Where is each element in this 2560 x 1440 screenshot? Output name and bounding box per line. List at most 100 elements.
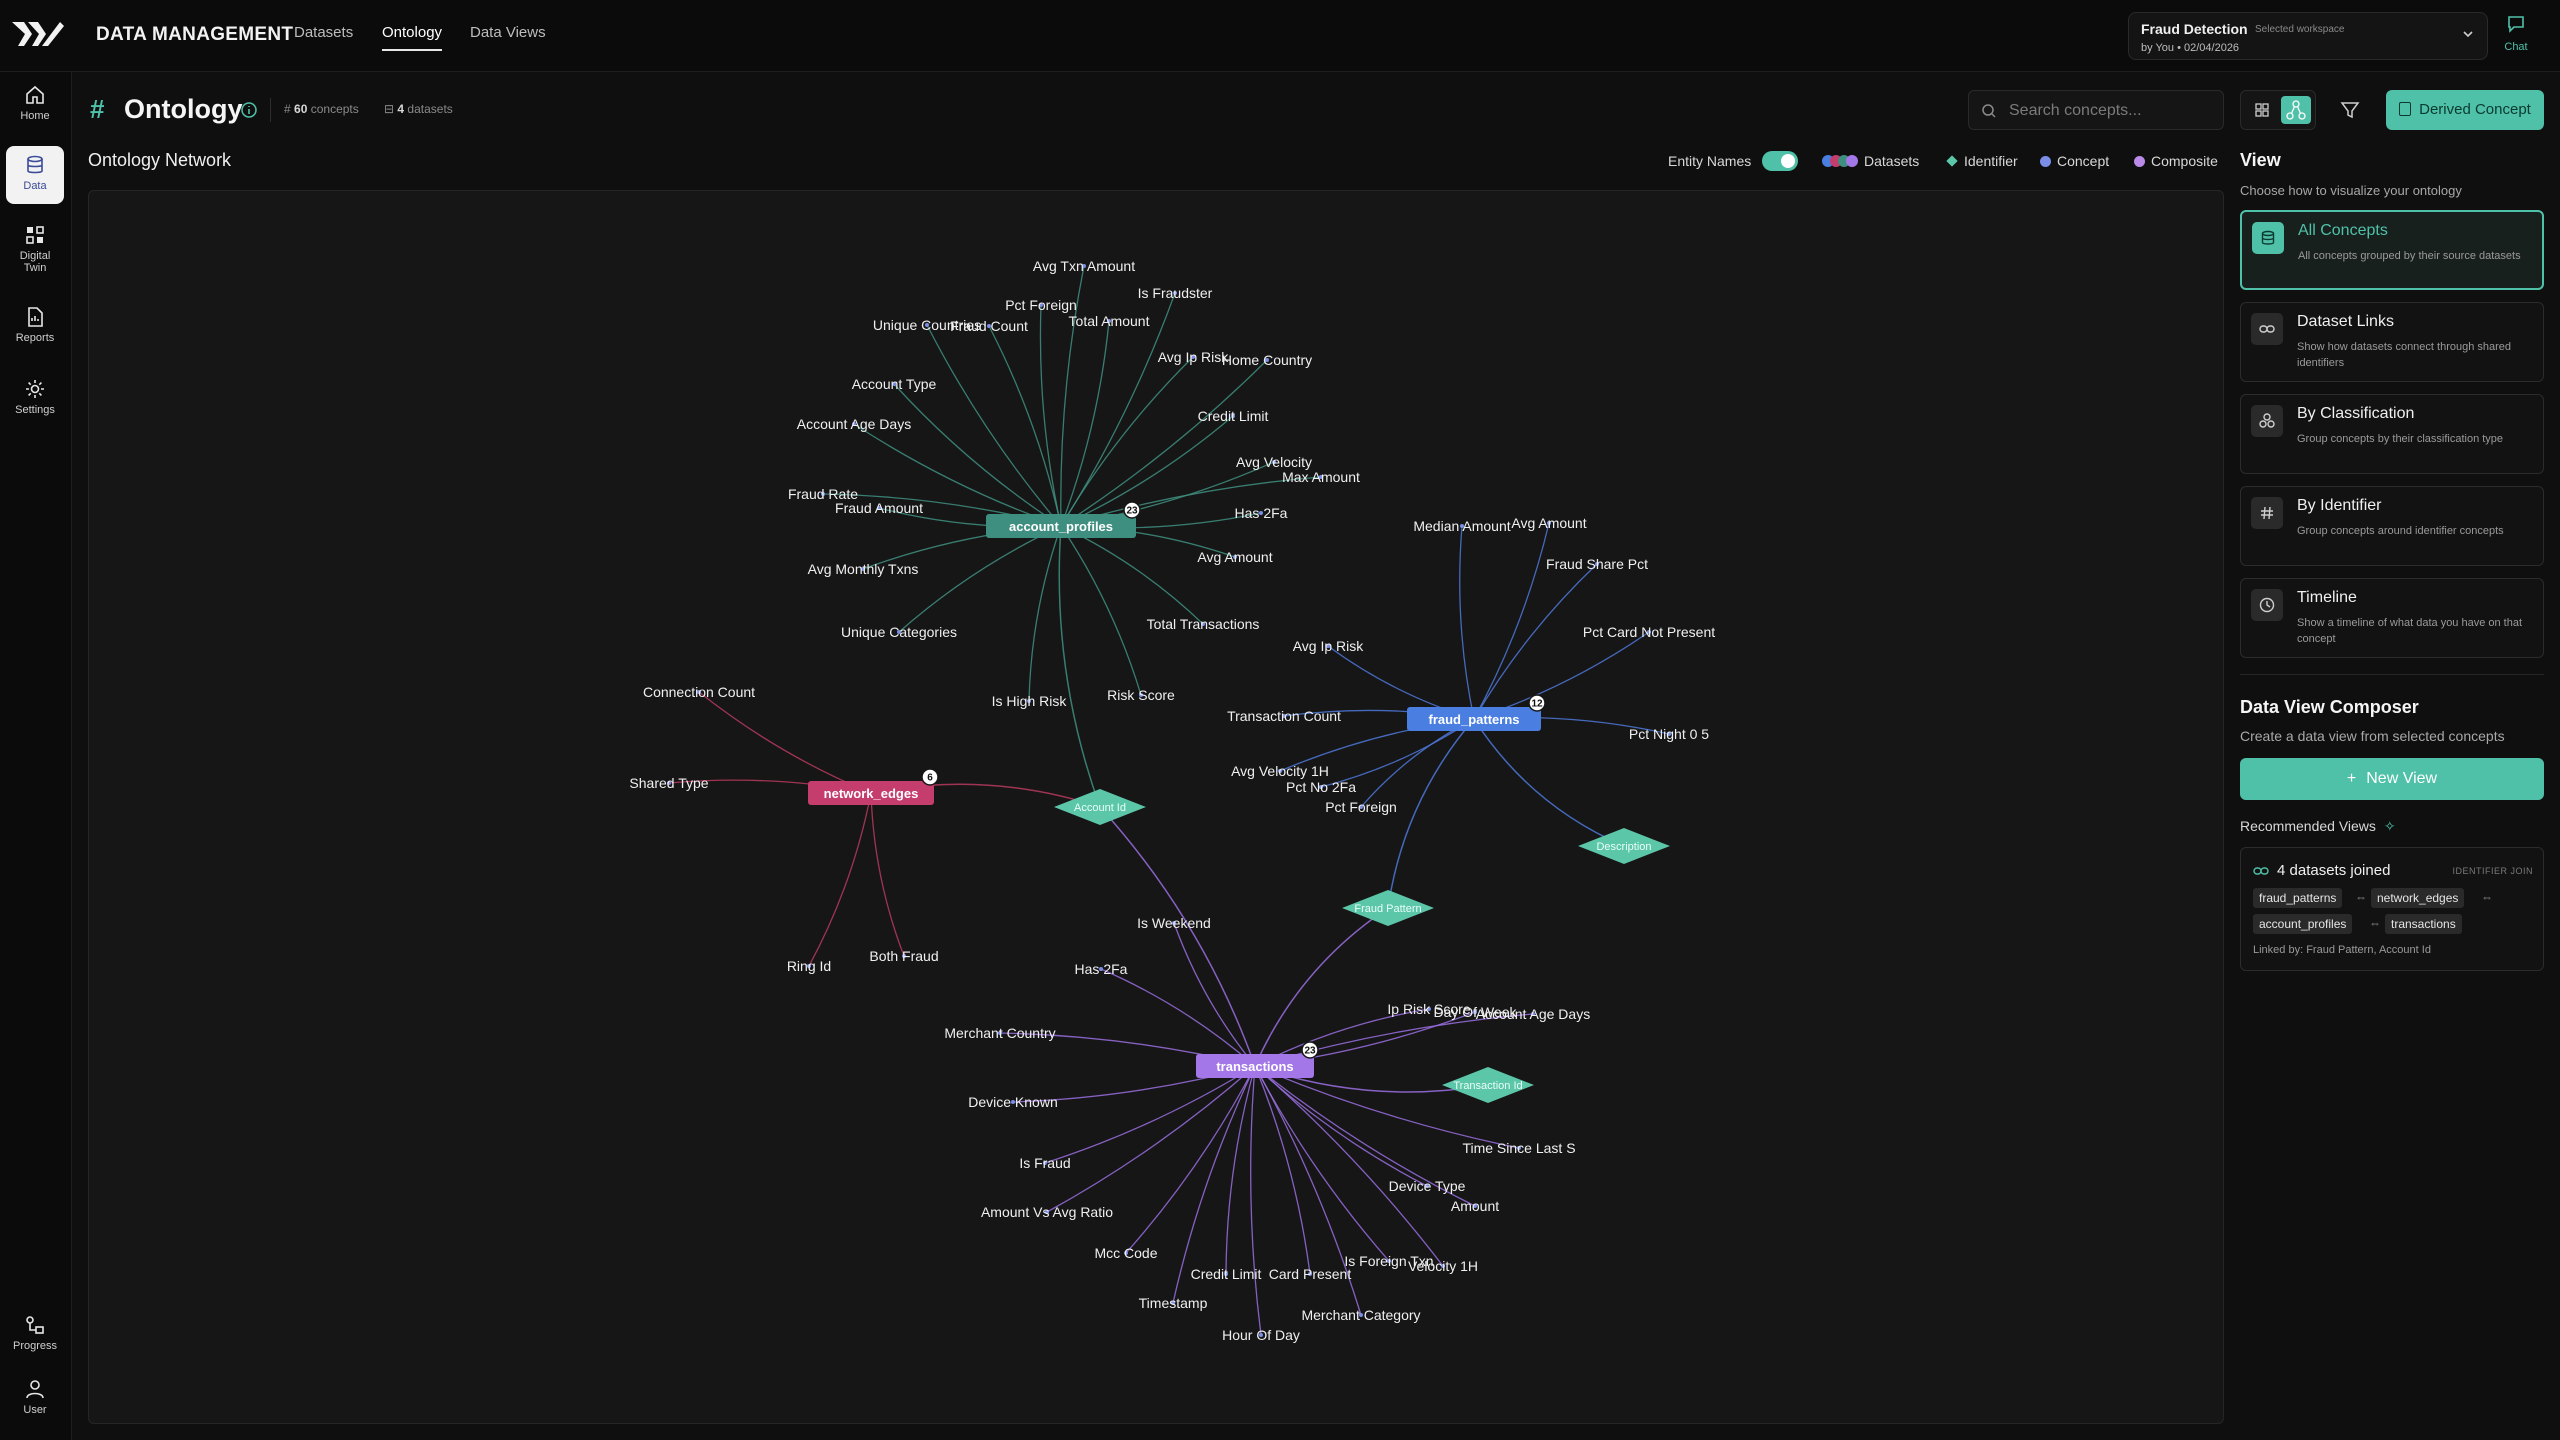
tab-datasets[interactable]: Datasets — [294, 24, 354, 41]
identifier-node[interactable] — [1442, 1067, 1534, 1103]
new-view-button[interactable]: +New View — [2240, 758, 2544, 800]
concept-label[interactable]: Avg Txn Amount — [1033, 258, 1135, 274]
recommended-view-card[interactable]: 4 datasets joined IDENTIFIER JOIN fraud_… — [2240, 847, 2544, 971]
chat-button[interactable]: Chat — [2496, 14, 2536, 58]
dataset-label[interactable]: fraud_patterns — [1428, 712, 1519, 727]
identifier-node[interactable] — [1054, 789, 1146, 825]
search-box[interactable] — [1968, 90, 2224, 130]
concept-label[interactable]: Velocity 1H — [1408, 1258, 1478, 1274]
concept-node[interactable] — [1124, 1251, 1128, 1255]
concept-label[interactable]: Unique Categories — [841, 624, 957, 640]
concept-node[interactable] — [1427, 1007, 1431, 1011]
concept-label[interactable]: Connection Count — [643, 684, 755, 700]
concept-node[interactable] — [1233, 555, 1237, 559]
sidebar-item-settings[interactable]: Settings — [6, 370, 64, 428]
concept-node[interactable] — [1359, 1313, 1363, 1317]
sidebar-item-data[interactable]: Data — [6, 146, 64, 204]
concept-label[interactable]: Is Weekend — [1137, 915, 1211, 931]
concept-node[interactable] — [1173, 291, 1177, 295]
concept-label[interactable]: Is High Risk — [992, 693, 1068, 709]
info-icon[interactable] — [240, 101, 258, 119]
concept-node[interactable] — [1011, 1100, 1015, 1104]
identifier-node[interactable] — [1342, 890, 1434, 926]
sidebar-item-user[interactable]: User — [6, 1370, 64, 1428]
concept-label[interactable]: Fraud Rate — [788, 486, 858, 502]
concept-label[interactable]: Timestamp — [1139, 1295, 1208, 1311]
concept-node[interactable] — [1045, 1210, 1049, 1214]
grid-view-button[interactable] — [2247, 96, 2277, 124]
concept-label[interactable]: Avg Amount — [1197, 549, 1272, 565]
concept-node[interactable] — [1171, 1301, 1175, 1305]
concept-node[interactable] — [1259, 511, 1263, 515]
concept-node[interactable] — [1099, 967, 1103, 971]
concept-node[interactable] — [821, 492, 825, 496]
concept-label[interactable]: Is Fraud — [1019, 1155, 1070, 1171]
network-view-button[interactable] — [2281, 96, 2311, 124]
concept-label[interactable]: Avg Velocity — [1236, 454, 1312, 470]
concept-node[interactable] — [1139, 693, 1143, 697]
concept-label[interactable]: Avg Velocity 1H — [1231, 763, 1329, 779]
concept-node[interactable] — [1308, 1272, 1312, 1276]
entity-names-toggle[interactable] — [1762, 151, 1798, 171]
concept-node[interactable] — [1473, 1204, 1477, 1208]
view-option-all-concepts[interactable]: All Concepts All concepts grouped by the… — [2240, 210, 2544, 290]
logo-icon[interactable] — [8, 16, 64, 52]
identifier-label[interactable]: Account Id — [1074, 802, 1126, 814]
concept-label[interactable]: Account Type — [852, 376, 937, 392]
concept-label[interactable]: Max Amount — [1282, 469, 1360, 485]
concept-label[interactable]: Median Amount — [1413, 518, 1510, 534]
concept-label[interactable]: Ring Id — [787, 958, 831, 974]
concept-node[interactable] — [1272, 460, 1276, 464]
concept-node[interactable] — [1107, 319, 1111, 323]
concept-label[interactable]: Account Age Days — [1476, 1006, 1590, 1022]
concept-label[interactable]: Risk Score — [1107, 687, 1175, 703]
concept-label[interactable]: Unique Countries — [873, 317, 981, 333]
workspace-selector[interactable]: Fraud Detection Selected workspace by Yo… — [2128, 12, 2488, 60]
concept-node[interactable] — [877, 506, 881, 510]
view-option-by-identifier[interactable]: By Identifier Group concepts around iden… — [2240, 486, 2544, 566]
sidebar-item-digital-twin[interactable]: Digital Twin — [6, 216, 64, 286]
concept-label[interactable]: Day Of Week — [1434, 1004, 1518, 1020]
concept-label[interactable]: Total Amount — [1069, 313, 1150, 329]
concept-label[interactable]: Total Transactions — [1147, 616, 1260, 632]
concept-label[interactable]: Avg Monthly Txns — [808, 561, 919, 577]
filter-icon[interactable] — [2336, 96, 2364, 124]
tab-ontology[interactable]: Ontology — [382, 24, 443, 51]
concept-node[interactable] — [1265, 358, 1269, 362]
concept-node[interactable] — [667, 781, 671, 785]
concept-node[interactable] — [1531, 1012, 1535, 1016]
concept-node[interactable] — [807, 964, 811, 968]
dataset-node[interactable] — [1196, 1054, 1314, 1078]
concept-node[interactable] — [1082, 264, 1086, 268]
concept-label[interactable]: Credit Limit — [1198, 408, 1269, 424]
dataset-label[interactable]: transactions — [1216, 1059, 1293, 1074]
concept-label[interactable]: Avg Ip Risk — [1158, 349, 1230, 365]
concept-node[interactable] — [1441, 1264, 1445, 1268]
concept-label[interactable]: Credit Limit — [1191, 1266, 1262, 1282]
concept-label[interactable]: Time Since Last S — [1462, 1140, 1575, 1156]
concept-label[interactable]: Device Type — [1389, 1178, 1466, 1194]
tab-data-views[interactable]: Data Views — [470, 24, 546, 41]
concept-label[interactable]: Amount — [1451, 1198, 1499, 1214]
concept-node[interactable] — [1172, 921, 1176, 925]
concept-node[interactable] — [1043, 1161, 1047, 1165]
derived-concept-button[interactable]: Derived Concept — [2386, 90, 2544, 130]
identifier-label[interactable]: Fraud Pattern — [1354, 903, 1421, 915]
concept-node[interactable] — [998, 1031, 1002, 1035]
concept-label[interactable]: Pct Foreign — [1005, 297, 1077, 313]
concept-label[interactable]: Both Fraud — [869, 948, 938, 964]
concept-node[interactable] — [1282, 714, 1286, 718]
dataset-label[interactable]: network_edges — [824, 786, 919, 801]
search-input[interactable] — [2009, 99, 2214, 123]
concept-node[interactable] — [1547, 521, 1551, 525]
concept-node[interactable] — [925, 323, 929, 327]
concept-node[interactable] — [1595, 562, 1599, 566]
concept-label[interactable]: Pct Foreign — [1325, 799, 1397, 815]
identifier-label[interactable]: Transaction Id — [1453, 1080, 1522, 1092]
identifier-node[interactable] — [1578, 828, 1670, 864]
concept-label[interactable]: Merchant Country — [944, 1025, 1055, 1041]
concept-label[interactable]: Pct Night 0 5 — [1629, 726, 1709, 742]
concept-node[interactable] — [1191, 355, 1195, 359]
concept-label[interactable]: Has 2Fa — [1235, 505, 1288, 521]
